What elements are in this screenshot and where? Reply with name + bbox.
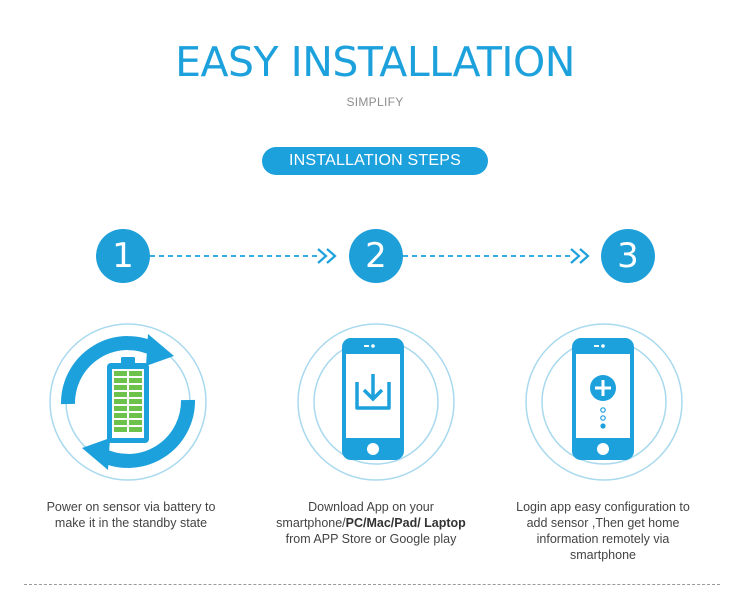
step-1-badge: 1 xyxy=(96,229,150,283)
page-title: EASY INSTALLATION xyxy=(175,38,575,86)
footer-divider xyxy=(24,584,720,585)
phone-download-icon xyxy=(297,323,455,481)
step-2-description-start: Download App on your smartphone/ xyxy=(276,500,434,530)
phone-add-icon xyxy=(525,323,683,481)
step-1-description: Power on sensor via battery to make it i… xyxy=(46,500,216,530)
step-2-description: Download App on your smartphone/PC/Mac/P… xyxy=(276,499,466,547)
page-subtitle: SIMPLIFY xyxy=(346,95,404,109)
installation-steps-button[interactable]: INSTALLATION STEPS xyxy=(262,147,488,175)
battery-cycle-icon xyxy=(49,323,207,481)
step-2-description-devices: PC/Mac/Pad/ Laptop xyxy=(345,516,466,530)
step-1-to-2-connector xyxy=(150,248,337,264)
step-3-badge: 3 xyxy=(601,229,655,283)
step-3-description: Login app easy configuration to add sens… xyxy=(516,500,690,562)
step-2-badge: 2 xyxy=(349,229,403,283)
step-2-description-end: from APP Store or Google play xyxy=(285,532,457,546)
step-2-to-3-connector xyxy=(403,248,590,264)
